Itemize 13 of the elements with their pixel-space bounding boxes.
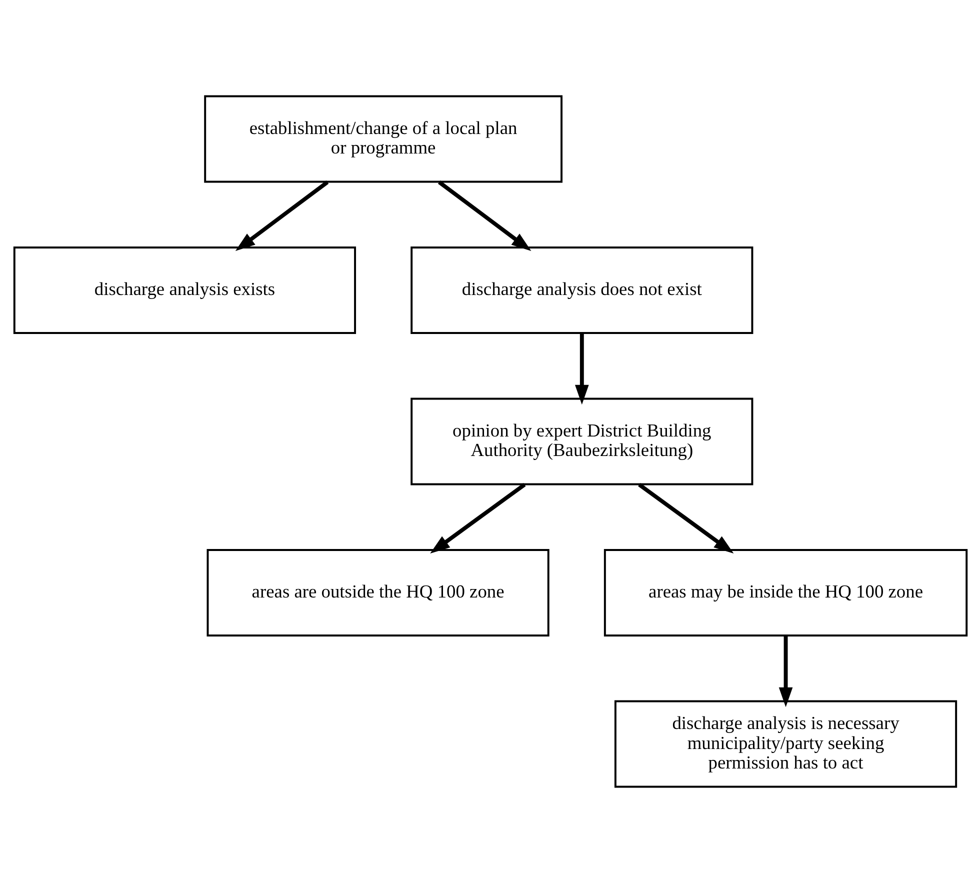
node-box: opinion by expert District Building Authority (Baubezirksleitung) — [410, 397, 753, 485]
arrow — [638, 482, 734, 553]
arrow — [430, 482, 526, 553]
node-box: discharge analysis is necessary municipality/party seeking permission has to act — [614, 700, 957, 788]
node-box: discharge analysis does not exist — [410, 246, 753, 334]
node-box: discharge analysis exists — [12, 246, 356, 334]
node-box: establishment/change of a local plan or programme — [204, 94, 562, 182]
arrow — [234, 180, 328, 251]
arrow — [437, 180, 531, 251]
arrow — [574, 332, 588, 404]
arrow — [778, 635, 792, 707]
node-box: areas are outside the HQ 100 zone — [206, 548, 549, 636]
node-box: areas may be inside the HQ 100 zone — [603, 548, 968, 636]
